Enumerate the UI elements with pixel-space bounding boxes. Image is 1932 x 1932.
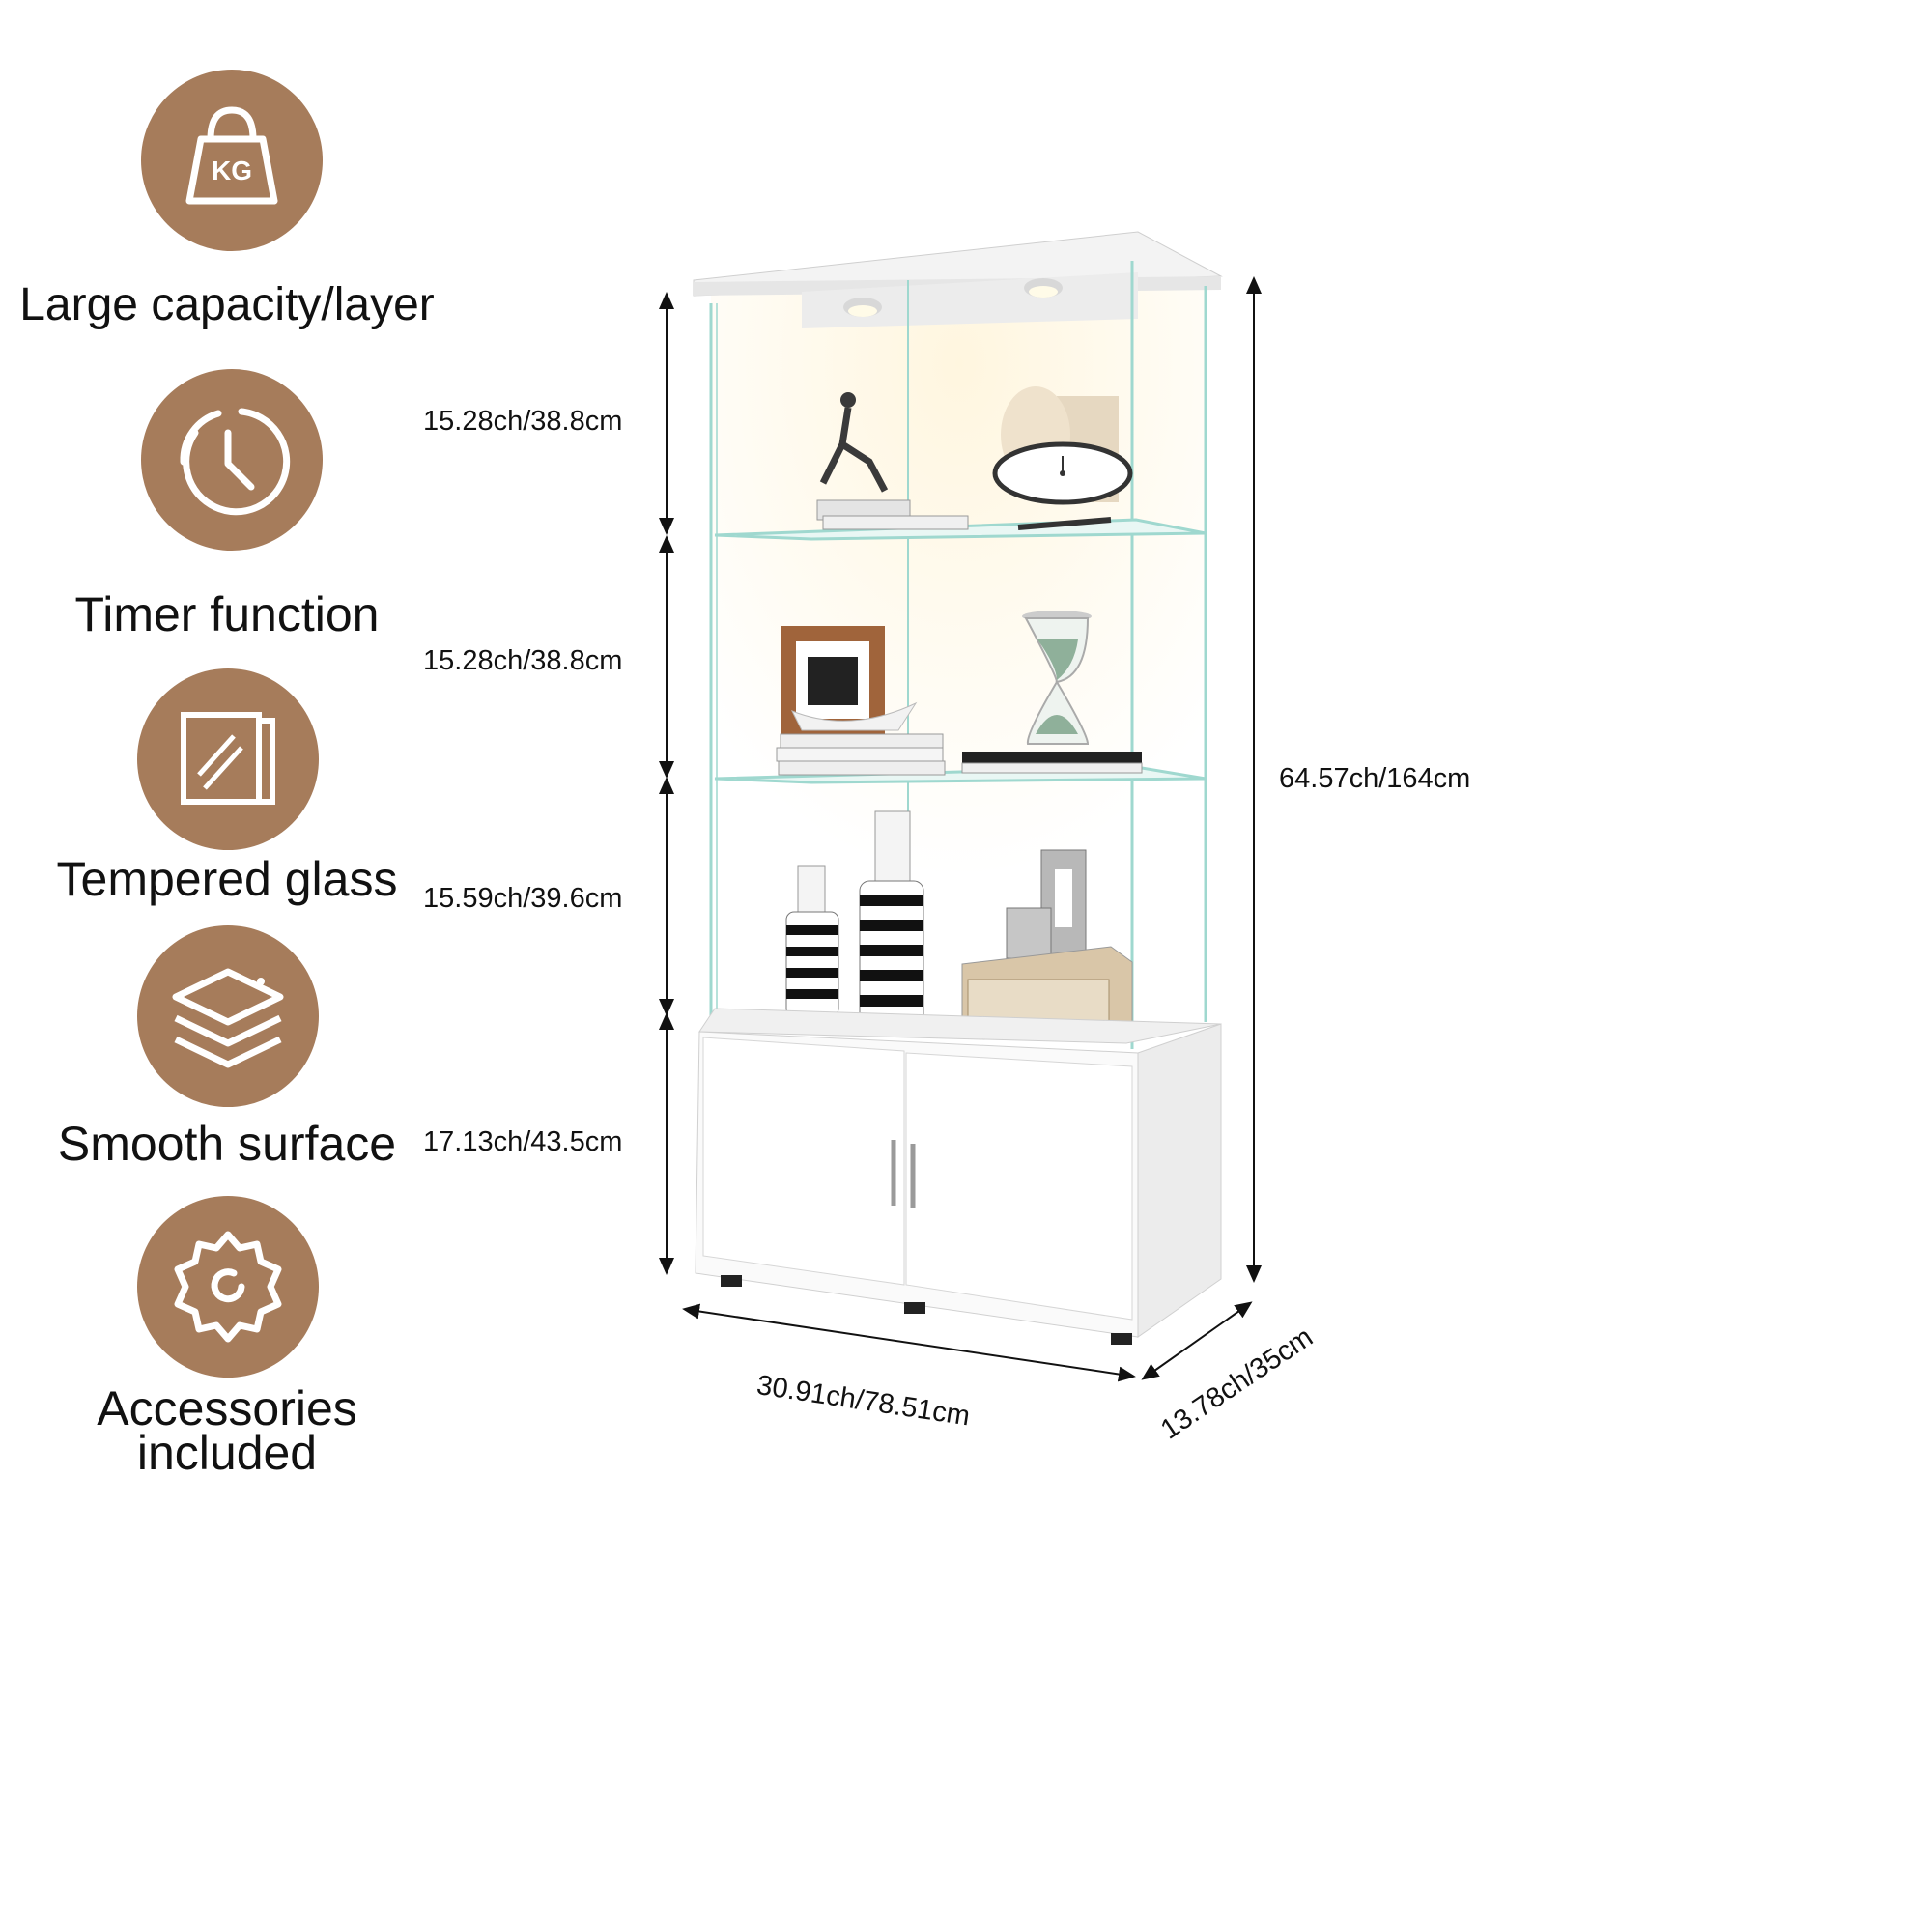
dim-line-depth bbox=[1141, 1301, 1253, 1380]
display-cabinet-diagram bbox=[659, 231, 1262, 1382]
led-light-left bbox=[843, 298, 882, 317]
weight-kg-icon: KG bbox=[185, 106, 278, 205]
shelf2-decor bbox=[776, 611, 1143, 776]
svg-text:KG: KG bbox=[212, 156, 252, 185]
dimension-shelf3-label: 15.59ch/39.6cm bbox=[423, 883, 623, 914]
timer-clock-icon bbox=[180, 408, 291, 516]
timer-clock-icon-badge bbox=[141, 369, 323, 551]
dimension-total-height-label: 64.57ch/164cm bbox=[1279, 763, 1471, 794]
gear-accessory-icon bbox=[174, 1231, 282, 1343]
tempered-glass-icon bbox=[181, 712, 275, 805]
layers-surface-icon-badge bbox=[137, 925, 319, 1107]
layers-surface-icon bbox=[172, 968, 284, 1068]
shelf1-decor bbox=[816, 386, 1133, 530]
feature-label-surface: Smooth surface bbox=[57, 1117, 397, 1171]
dimension-shelf2-label: 15.28ch/38.8cm bbox=[423, 645, 623, 676]
feature-label-capacity: Large capacity/layer bbox=[19, 279, 435, 330]
feature-label-accessories-line2: included bbox=[136, 1426, 318, 1480]
dimension-lines bbox=[659, 276, 1262, 1382]
tempered-glass-icon-badge bbox=[137, 668, 319, 850]
feature-label-timer: Timer function bbox=[74, 587, 380, 641]
shelf3-decor bbox=[785, 810, 1133, 1040]
feature-label-glass: Tempered glass bbox=[56, 852, 398, 906]
glass-panels bbox=[709, 261, 1208, 1049]
top-panel bbox=[693, 231, 1223, 328]
gear-accessory-icon-badge bbox=[137, 1196, 319, 1378]
led-light-right bbox=[1024, 278, 1063, 298]
feature-label-accessories-line1: Accessories bbox=[97, 1381, 357, 1435]
dimension-shelf1-label: 15.28ch/38.8cm bbox=[423, 406, 623, 437]
dimension-cabinet-label: 17.13ch/43.5cm bbox=[423, 1126, 623, 1157]
dim-line-width bbox=[682, 1303, 1136, 1382]
base-cabinet bbox=[695, 1008, 1222, 1345]
weight-kg-icon-badge: KG bbox=[141, 70, 323, 251]
